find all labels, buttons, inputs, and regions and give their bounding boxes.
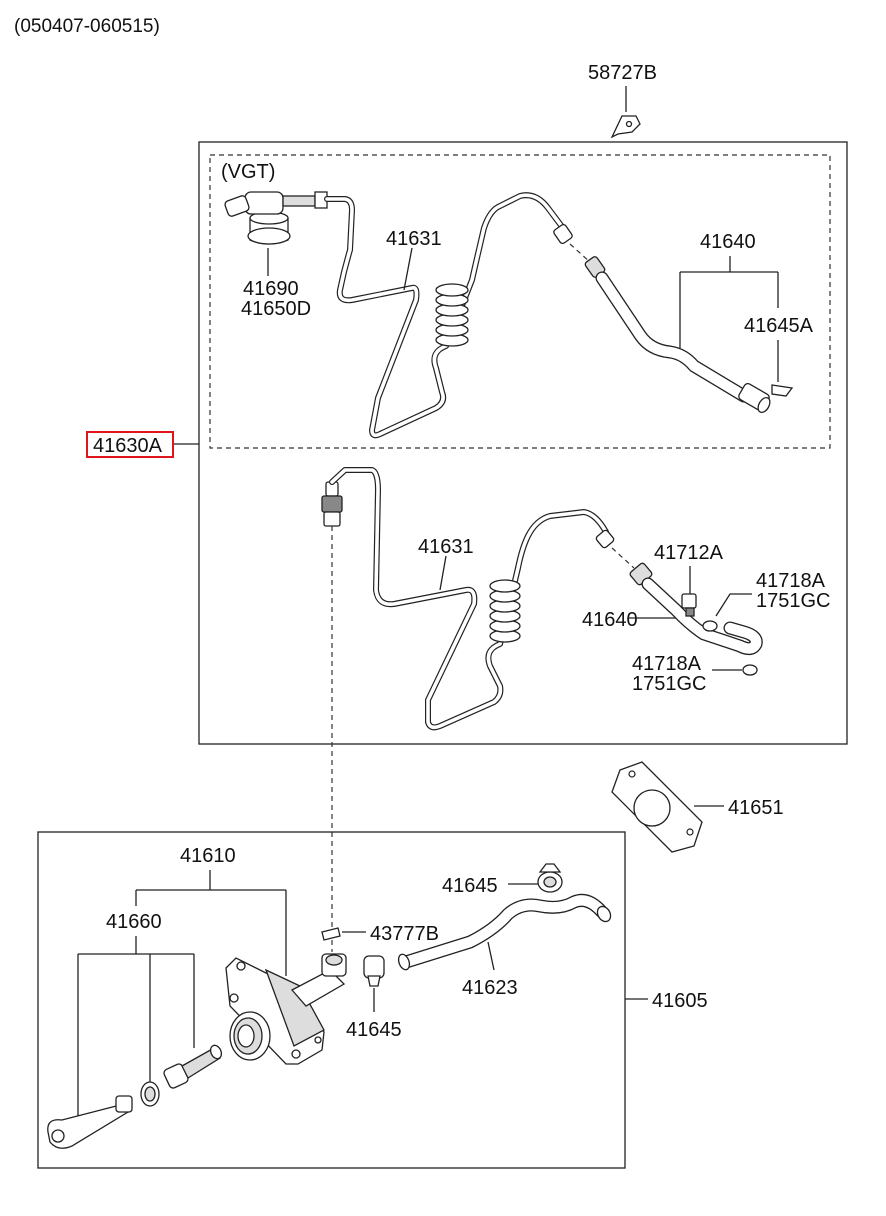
dashed-connector-lower [611,547,635,569]
assembly-box-41605 [37,831,626,1169]
label-1751GC-1[interactable]: 1751GC [756,590,831,612]
bracket-58727B[interactable] [610,115,641,139]
leader-41640-vgt [679,256,779,348]
label-43777B[interactable]: 43777B [370,923,439,945]
label-41645A[interactable]: 41645A [744,315,814,337]
hose-41623[interactable] [397,893,614,971]
label-41640-lower[interactable]: 41640 [582,609,638,631]
label-41660[interactable]: 41660 [106,911,162,933]
assembly-box-41630A [198,141,848,745]
clip-43777B[interactable] [321,927,341,941]
gasket-41651[interactable] [611,761,703,853]
label-1751GC-2[interactable]: 1751GC [632,673,707,695]
label-41651[interactable]: 41651 [728,797,784,819]
leader-41718A-1 [715,593,752,617]
pipe-41631-vgt[interactable] [324,192,569,439]
washer-41718A-2[interactable] [742,664,758,676]
label-41631-lower[interactable]: 41631 [418,536,474,558]
washer-41718A-1[interactable] [702,620,718,632]
fitting-lower[interactable] [321,481,343,527]
label-41650D[interactable]: 41650D [241,298,311,320]
label-41712A[interactable]: 41712A [654,542,724,564]
label-41623[interactable]: 41623 [462,977,518,999]
clamp-41645-lower[interactable] [363,955,385,987]
label-41605[interactable]: 41605 [652,990,708,1012]
highlight-box-41630A [86,431,174,458]
label-41645-lower[interactable]: 41645 [346,1019,402,1041]
dashed-connector-vgt [569,243,591,263]
pipe-41631-lower[interactable] [329,467,609,731]
label-41718A-2[interactable]: 41718A [632,653,702,675]
clamp-41645-upper[interactable] [537,863,563,893]
label-41640-vgt[interactable]: 41640 [700,231,756,253]
coil-41631-lower[interactable] [489,579,521,643]
label-41718A-1[interactable]: 41718A [756,570,826,592]
fitting-41690[interactable] [224,191,328,276]
bleed-screw-41660[interactable] [163,1044,224,1090]
label-41630A[interactable]: 41630A [93,435,163,457]
label-41610[interactable]: 41610 [180,845,236,867]
cylinder-41610[interactable] [225,953,347,1065]
connector-lower[interactable] [595,529,615,549]
date-range: (050407-060515) [14,16,160,37]
label-41690[interactable]: 41690 [243,278,299,300]
vgt-dashed-box [209,154,831,449]
pushrod-41660[interactable] [47,1095,133,1149]
label-58727B[interactable]: 58727B [588,62,657,84]
leader-41660 [77,936,195,1124]
leader-41631-lower [439,555,447,591]
hose-41640-lower[interactable] [629,562,763,656]
hose-41640-vgt[interactable] [584,256,772,415]
leader-41610 [135,870,287,976]
leader-41631-vgt [403,247,413,291]
leader-41623 [487,941,495,971]
bleeder-41712A[interactable] [681,593,697,617]
washer-41660[interactable] [140,1081,160,1107]
clip-41645A[interactable] [771,384,794,397]
coil-41631-vgt[interactable] [435,283,469,347]
label-41631-vgt[interactable]: 41631 [386,228,442,250]
connector-vgt[interactable] [553,223,574,245]
label-41645-upper[interactable]: 41645 [442,875,498,897]
label-vgt: (VGT) [221,161,275,183]
